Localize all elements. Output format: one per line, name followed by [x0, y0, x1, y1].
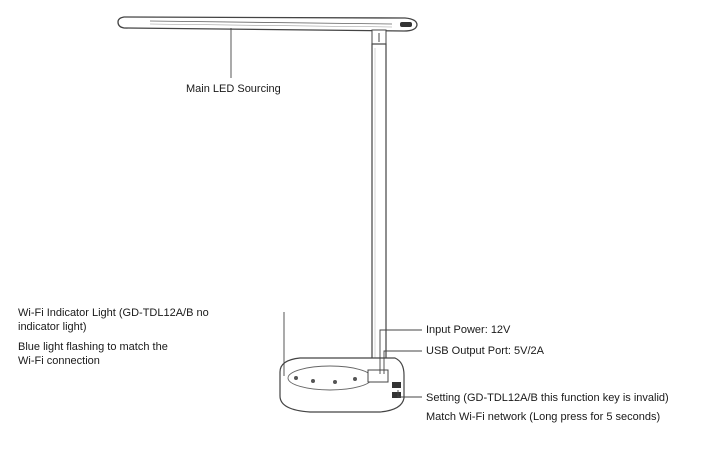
- setting-label: Setting (GD-TDL12A/B this function key i…: [426, 392, 669, 404]
- leader-lines: [230, 28, 422, 398]
- lamp-head: [117, 16, 418, 32]
- main-led-label: Main LED Sourcing: [186, 83, 281, 95]
- blue-light-label-line1: Blue light flashing to match the: [18, 341, 168, 353]
- wifi-indicator-label-line2: indicator light): [18, 321, 87, 333]
- usb-output-label: USB Output Port: 5V/2A: [426, 345, 545, 357]
- input-power-label: Input Power: 12V: [426, 324, 511, 336]
- usb-output-leader: [383, 350, 422, 374]
- lamp-base: [279, 357, 405, 413]
- match-wifi-label: Match Wi-Fi network (Long press for 5 se…: [426, 411, 661, 423]
- blue-light-label-line2: Wi-Fi connection: [18, 355, 100, 367]
- wifi-indicator-label-line1: Wi-Fi Indicator Light (GD-TDL12A/B no: [18, 307, 209, 319]
- setting-leader: [397, 390, 422, 398]
- lamp-pole: [371, 43, 387, 375]
- lamp-hinge: [371, 29, 387, 45]
- input-power-leader: [379, 329, 422, 374]
